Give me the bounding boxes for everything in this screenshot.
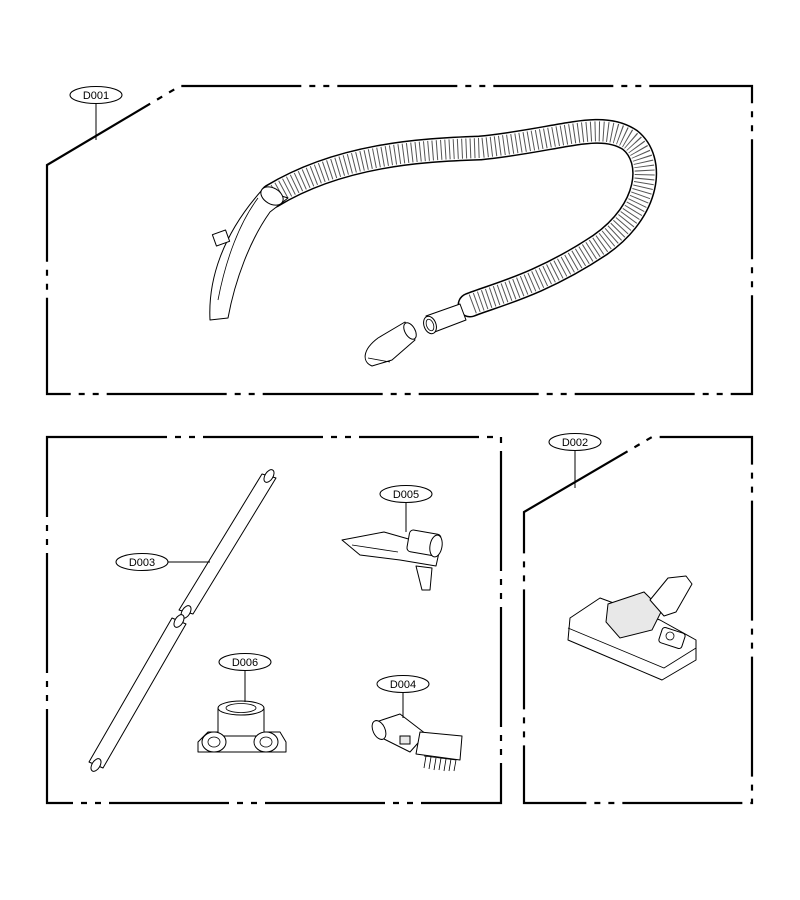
frame-accessories bbox=[45, 435, 503, 805]
callout-bubble-d001 bbox=[69, 86, 123, 104]
callout-bubble-d003 bbox=[115, 553, 169, 571]
callout-d006: D006 bbox=[232, 657, 258, 669]
callout-bubble-d005 bbox=[379, 485, 433, 503]
callout-bubble-d006 bbox=[218, 653, 272, 671]
callout-d004: D004 bbox=[390, 679, 416, 691]
extension-tube-pair-icon bbox=[88, 469, 277, 772]
callout-bubble-d002 bbox=[548, 433, 602, 451]
callout-d001: D001 bbox=[83, 90, 109, 102]
callout-d005: D005 bbox=[393, 489, 419, 501]
callout-bubble-d004 bbox=[376, 675, 430, 693]
callout-d002: D002 bbox=[562, 437, 588, 449]
upholstery-nozzle-icon bbox=[341, 529, 443, 591]
frame-hose bbox=[45, 84, 754, 396]
flexible-hose-icon bbox=[209, 118, 658, 367]
frame-floor-nozzle bbox=[522, 435, 754, 805]
floor-nozzle-icon bbox=[567, 575, 697, 681]
tool-holder-clip-icon bbox=[197, 700, 287, 753]
callout-d003: D003 bbox=[129, 557, 155, 569]
dusting-brush-icon bbox=[371, 713, 463, 772]
